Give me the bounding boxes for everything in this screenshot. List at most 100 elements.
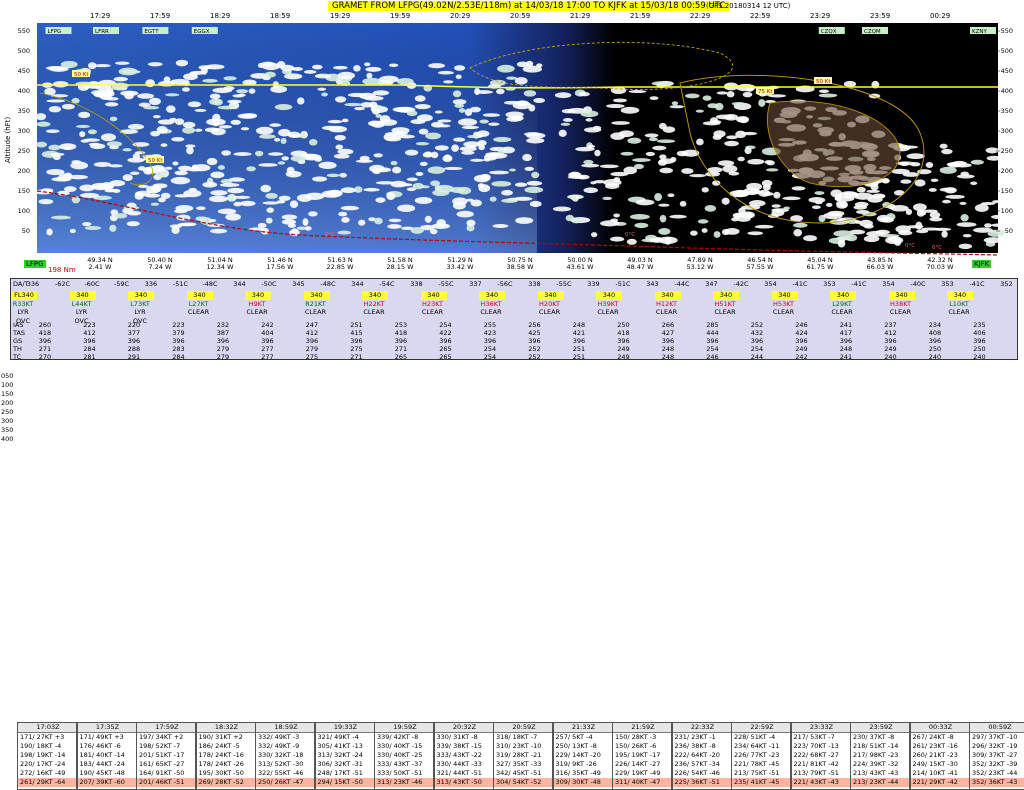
box-row: 223/ 70KT -13 <box>793 742 839 750</box>
cloud-puff <box>984 223 992 228</box>
cloud-puff <box>704 204 717 212</box>
cloud-puff <box>602 196 613 201</box>
cloud-puff <box>80 139 90 143</box>
log-cell: -48C <box>202 280 218 288</box>
y-tick-label: 250 <box>1001 147 1013 155</box>
cloud-puff <box>388 218 402 223</box>
cloud-puff <box>146 185 161 194</box>
cloud-puff <box>90 143 106 150</box>
log-cell: -51C <box>615 280 631 288</box>
cloud-puff <box>228 177 245 182</box>
log-cell: 379 <box>172 329 185 337</box>
cloud-puff <box>738 207 746 215</box>
log-cell: 336 <box>144 280 158 288</box>
cloud-puff <box>529 200 542 208</box>
cloud-puff <box>317 87 327 91</box>
box-row: 236/ 38KT -8 <box>674 742 716 750</box>
log-cell: 249 <box>884 345 897 353</box>
cloud-puff <box>735 116 748 123</box>
y-tick-label-left: 350 <box>18 107 30 115</box>
cloud-puff <box>239 200 256 207</box>
tropopause-line <box>37 84 998 89</box>
cloud-puff <box>570 217 582 224</box>
box-row: 272/ 16KT -49 <box>20 769 66 777</box>
cloud-puff <box>401 226 414 231</box>
log-cell: 279 <box>216 345 230 353</box>
cloud-puff <box>437 119 452 123</box>
cloud-puff <box>170 78 190 85</box>
cloud-puff <box>88 62 97 70</box>
cloud-puff <box>713 130 726 138</box>
cloud-puff <box>735 130 747 139</box>
cloud-puff <box>583 159 594 165</box>
cloud-puff <box>95 84 112 91</box>
box-time: 17:35Z <box>77 723 136 733</box>
log-cell: H12KT <box>656 300 677 308</box>
cloud-puff <box>654 193 663 201</box>
cloud-puff <box>743 187 761 196</box>
log-cell: -60C <box>84 280 100 288</box>
cloud-puff <box>218 125 232 129</box>
box-row: 261/ 29KT -64 <box>18 778 76 787</box>
box-row: 333/ 50KT -51 <box>377 769 423 777</box>
cloud-puff <box>206 118 226 126</box>
cloud-puff <box>183 189 202 198</box>
log-cell: 241 <box>839 321 853 329</box>
box-row: 327/ 35KT -33 <box>496 760 542 768</box>
cloud-puff <box>973 227 993 233</box>
box-row: 150/ 26KT -6 <box>615 742 657 750</box>
cloud-puff <box>790 215 803 222</box>
log-cell: 277 <box>261 345 274 353</box>
cloud-puff <box>303 70 317 74</box>
cloud-puff <box>959 201 967 205</box>
cloud-puff <box>281 219 297 225</box>
route-lon: 28.15 W <box>386 263 414 271</box>
log-cell: 251 <box>572 353 586 361</box>
box-row: 221/ 81KT -42 <box>793 760 839 768</box>
log-cell: 396 <box>528 337 541 345</box>
box-row: 217/ 53KT -7 <box>793 733 835 741</box>
cloud-puff <box>276 61 286 69</box>
fir-label: CZQM <box>864 29 881 35</box>
log-cell: CLEAR <box>655 308 678 316</box>
arrival-airport: KJFK <box>972 260 992 268</box>
cloud-puff <box>110 86 123 90</box>
log-cell: 340 <box>947 291 973 300</box>
log-cell: 284 <box>83 345 96 353</box>
cloud-puff <box>129 171 140 176</box>
cloud-puff <box>793 228 803 237</box>
cloud-puff <box>434 145 449 151</box>
log-cell: -51C <box>172 280 189 288</box>
cloud-puff <box>52 80 69 88</box>
cloud-puff <box>387 224 402 229</box>
cloud-puff <box>583 187 598 194</box>
cloud-puff <box>771 204 781 208</box>
log-cell: 271 <box>350 353 363 361</box>
box-row: 198/ 19KT -14 <box>20 751 66 759</box>
log-cell: 253 <box>394 321 408 329</box>
box-row: 171/ 27KT +3 <box>20 733 65 741</box>
route-lat: 51.63 N <box>327 256 353 264</box>
cloud-puff <box>372 168 382 175</box>
cloud-puff <box>611 121 630 125</box>
cloud-puff <box>233 152 252 157</box>
cloud-puff <box>164 93 180 97</box>
wind-label-bg <box>756 87 774 94</box>
cloud-puff <box>505 111 524 118</box>
cloud-puff <box>610 132 625 140</box>
box-time: 17:03Z <box>18 723 76 733</box>
cloud-puff <box>260 184 272 193</box>
cloud-puff <box>461 150 475 155</box>
cloud-puff <box>941 230 948 238</box>
y-tick-label-left: 300 <box>18 127 30 135</box>
box-row: 249/ 15KT -30 <box>912 760 958 768</box>
box-time: 19:33Z <box>315 723 374 733</box>
cloud-puff <box>71 195 81 204</box>
cloud-puff <box>513 196 533 201</box>
cloud-puff <box>75 124 91 128</box>
box-row: 230/ 37KT -8 <box>853 733 895 741</box>
y-tick-label: 500 <box>1001 47 1013 55</box>
